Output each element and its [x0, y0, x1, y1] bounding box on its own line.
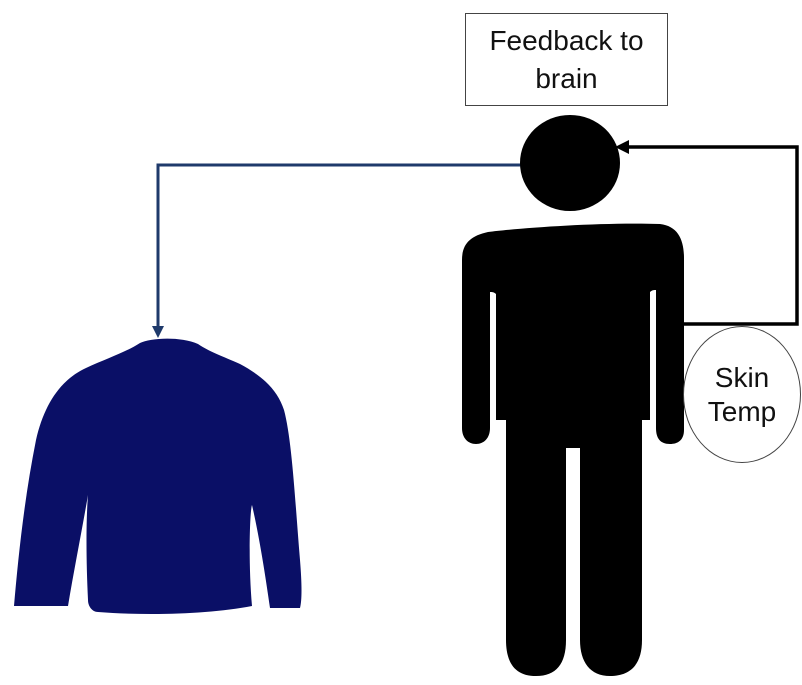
feedback-to-brain-box: Feedback to brain: [465, 13, 668, 106]
person-silhouette-icon: [462, 115, 684, 677]
feedback-to-brain-label: Feedback to brain: [489, 24, 644, 94]
skin-temp-circle: Skin Temp: [683, 326, 801, 463]
skin-temp-label: Skin Temp: [707, 361, 777, 427]
skin-to-brain-feedback-arrow: [615, 140, 799, 326]
person-head: [520, 115, 620, 211]
brain-to-jacket-arrow: [152, 163, 522, 338]
jacket-icon: [14, 338, 302, 614]
person-body: [462, 223, 684, 677]
